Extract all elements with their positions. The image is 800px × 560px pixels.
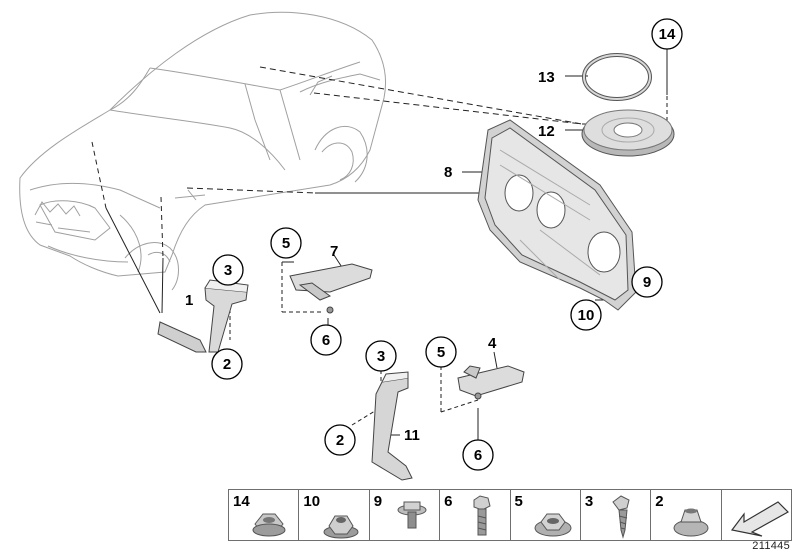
callout-9: 9 — [643, 274, 651, 291]
legend-number: 3 — [584, 493, 594, 510]
callout-circle-10 — [570, 299, 602, 331]
callout-14: 14 — [659, 26, 676, 43]
bracket-11 — [371, 371, 413, 481]
callout-circle-2b — [324, 424, 356, 456]
legend-cell-9: 9 — [370, 490, 441, 540]
collar-nut-small-icon — [673, 508, 709, 537]
callout-5b: 5 — [437, 344, 445, 361]
legend-cell-3: 3 — [581, 490, 652, 540]
legend-number: 6 — [444, 493, 453, 510]
callout-circle-14 — [651, 18, 683, 50]
flange-nut-icon — [323, 515, 359, 539]
callout-6b: 6 — [474, 447, 482, 464]
car-outline — [19, 11, 386, 291]
legend-number: 10 — [303, 493, 321, 510]
callout-circle-3b — [365, 340, 397, 372]
hex-bolt-washer-icon — [397, 501, 427, 529]
callout-5: 5 — [282, 235, 290, 252]
callout-11: 11 — [404, 427, 420, 444]
legend-number: 2 — [655, 493, 664, 510]
callout-3b: 3 — [377, 348, 385, 365]
bracket-1 — [157, 279, 249, 353]
legend-number: 14 — [233, 493, 250, 510]
legend-cell-5: 5 — [511, 490, 581, 540]
self-tapping-screw-icon — [612, 495, 630, 539]
legend-cell-10: 10 — [299, 490, 370, 540]
callout-1: 1 — [185, 292, 193, 309]
callout-circle-9 — [631, 266, 663, 298]
leader-lines — [91, 48, 668, 440]
callouts: 14 13 12 8 9 10 7 5 6 3 1 2 4 3 5 11 2 6 — [185, 18, 683, 471]
callout-6: 6 — [322, 332, 330, 349]
seal-ring — [582, 53, 652, 101]
callout-circle-5b — [425, 336, 457, 368]
callout-7: 7 — [330, 243, 338, 260]
hex-bolt-icon — [473, 495, 491, 536]
legend-cell-14: 14 — [229, 490, 300, 540]
legend-cell-2: 2 — [651, 490, 722, 540]
legend-cell-6: 6 — [440, 490, 511, 540]
callout-13: 13 — [538, 69, 555, 86]
callout-circle-3 — [212, 254, 244, 286]
callout-3: 3 — [224, 262, 232, 279]
callout-12: 12 — [538, 123, 555, 140]
callout-4: 4 — [488, 335, 497, 352]
legend-number: 9 — [373, 493, 383, 510]
fastener-legend: 14 10 9 6 5 — [228, 489, 792, 541]
callout-circle-6 — [310, 324, 342, 356]
collar-nut-icon — [252, 513, 286, 537]
direction-arrow-icon — [730, 501, 789, 537]
callout-circle-6b — [462, 439, 494, 471]
legend-number: 5 — [514, 493, 523, 510]
flange-nut-icon — [534, 513, 571, 537]
callout-circle-5 — [270, 227, 302, 259]
callout-8: 8 — [444, 164, 452, 181]
reference-number: 211445 — [752, 540, 790, 552]
callout-10: 10 — [578, 307, 595, 324]
cover-plate — [581, 109, 675, 157]
callout-2: 2 — [223, 356, 231, 373]
legend-cell-arrow — [722, 490, 791, 540]
underbody-panel — [477, 119, 637, 311]
bracket-4 — [457, 365, 525, 400]
callout-circle-2 — [211, 348, 243, 380]
bracket-7 — [289, 263, 373, 314]
callout-2b: 2 — [336, 432, 344, 449]
